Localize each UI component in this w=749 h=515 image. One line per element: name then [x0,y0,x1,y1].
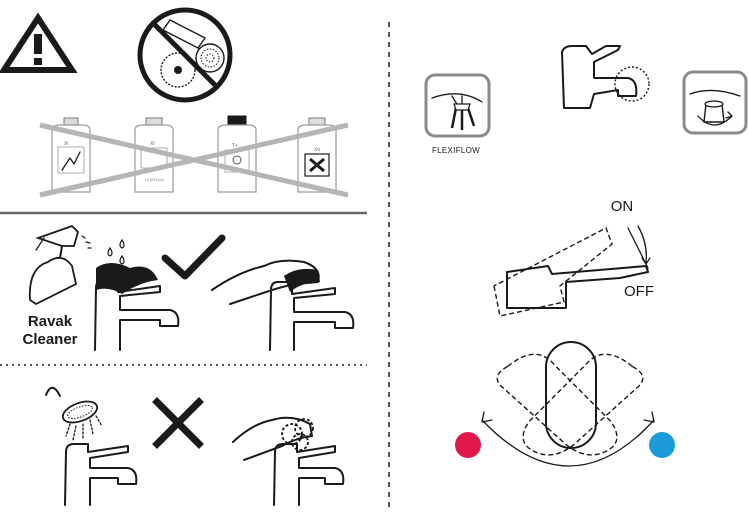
shower-head-icon [45,386,103,441]
bottle-harmful: Xn [297,117,337,193]
hazard-code: Xi [64,141,68,147]
hot-water-indicator [455,432,481,458]
cold-water-indicator [649,432,675,458]
bottles-cross-out [39,122,349,198]
hazard-code: Xi [150,141,154,147]
on-label: ON [611,198,634,215]
lever-rotation-diagram [481,341,655,467]
aerator-swivel-box [682,70,748,135]
cross-mark-icon [152,397,204,449]
rotate-aerator-icon [697,100,733,126]
cleaner-label-line2: Cleaner [22,331,77,348]
scrub-sponge [281,418,314,451]
water-drops [107,238,125,265]
hand-wiping-faucet [211,259,355,351]
flexiflow-box [424,73,491,138]
cleaner-label-line1: Ravak [28,313,73,330]
chemical-bottles: Xi Xi Cl (CH₂Cl) T+ Xn [39,115,349,198]
off-label: OFF [624,283,654,300]
check-mark-icon [161,234,226,280]
warning-triangle-icon [0,12,78,73]
bottle-irritant: Xi [51,117,91,193]
hazard-code: Xn [314,147,320,153]
faucet-spray [64,443,138,506]
flexiflow-label: FLEXIFLOW [432,146,480,155]
faucet-aerator-detail [561,45,650,109]
hand-scrubbing-faucet [232,416,345,506]
chemical-formula: Cl (CH₂Cl) [145,177,164,182]
spray-bottle-icon [28,224,92,306]
faucet-with-cloth [94,263,180,351]
hazard-code: T+ [232,143,238,149]
aerator-flow-icon [450,103,476,130]
lever-on-off-diagram [493,225,651,317]
bottle-corrosive: Xi Cl (CH₂Cl) [134,117,174,193]
no-abrasives-icon [137,7,233,103]
